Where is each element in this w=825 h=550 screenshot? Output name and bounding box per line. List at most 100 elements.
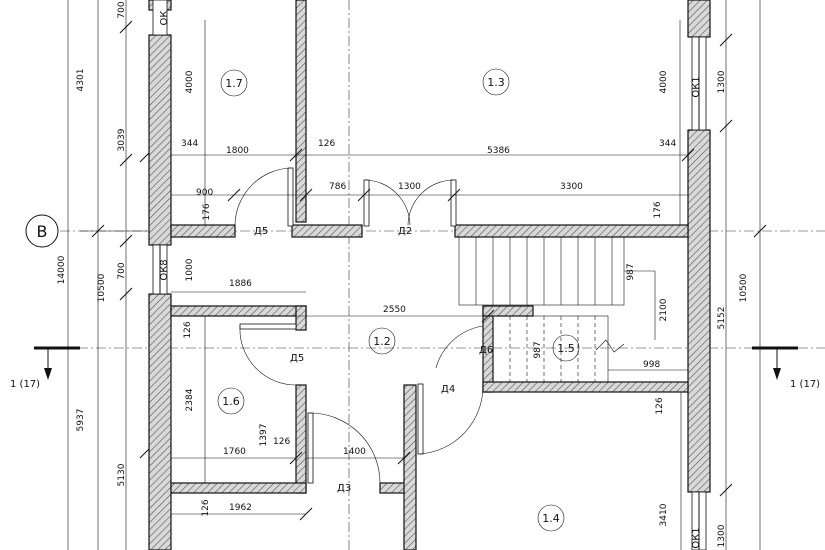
door-arc-d5-top — [234, 167, 291, 226]
stair-treads-upper — [475, 237, 613, 305]
room-bubble-16 — [217, 387, 245, 415]
dim-900: 900 — [196, 188, 213, 198]
dim-176-right: 176 — [653, 201, 663, 218]
dim-987-a: 987 — [626, 263, 636, 280]
window-label-ok-top: ОК — [159, 11, 170, 26]
dim-4000-right: 4000 — [659, 70, 669, 93]
dim-1886: 1886 — [229, 279, 252, 289]
walls — [148, 0, 711, 550]
wall-partition-right — [454, 224, 689, 238]
room-label-14: 1.4 — [542, 512, 560, 525]
dim-2550: 2550 — [383, 305, 406, 315]
stair-treads-lower — [509, 316, 596, 382]
door-label-d3: Д3 — [337, 483, 351, 494]
door-label-d5-mid: Д5 — [290, 353, 304, 364]
wall-interior-top — [295, 0, 307, 223]
window-label-ok8: ОК8 — [159, 259, 170, 280]
dim-14000: 14000 — [57, 255, 67, 284]
wall-left-lower — [148, 293, 172, 550]
dim-1800: 1800 — [226, 146, 249, 156]
dim-176-left: 176 — [202, 203, 212, 220]
wall-partition-mid — [291, 224, 363, 238]
wall-room14-left — [403, 384, 417, 550]
wall-stair-top — [482, 305, 534, 317]
dim-3300: 3300 — [560, 182, 583, 192]
dim-1300-bottom: 1300 — [717, 524, 727, 547]
wall-right-top — [687, 0, 711, 38]
dim-10500-left: 10500 — [97, 273, 107, 302]
wall-room16-right — [295, 384, 307, 494]
stair-flight-lower — [492, 315, 609, 383]
window-label-ok1-right: ОК1 — [691, 76, 702, 97]
dim-4000-left: 4000 — [185, 70, 195, 93]
room-bubble-13 — [482, 68, 510, 96]
dim-1000: 1000 — [185, 258, 195, 281]
right-dimension-lines — [719, 0, 767, 550]
axis-bubble — [25, 214, 59, 248]
room-label-16: 1.6 — [222, 395, 240, 408]
stair-flight-upper — [458, 236, 625, 306]
wall-room16-bottom — [170, 482, 307, 494]
dim-4301: 4301 — [76, 69, 86, 92]
wall-right-main — [687, 129, 711, 493]
door-tags: Д5 Д2 Д5 Д6 Д4 Д3 — [254, 226, 493, 494]
window-ok-top-left — [152, 0, 168, 36]
door-arc-d2-right — [407, 179, 454, 226]
section-label-left: 1 (17) — [10, 379, 40, 390]
vertical-dimension-texts: 700 4301 3039 14000 10500 700 5937 5130 … — [57, 1, 749, 547]
door-leaf-d5-top — [287, 167, 294, 227]
horizontal-dimension-texts: 344 1800 126 5386 344 900 786 1300 3300 … — [181, 139, 676, 513]
door-label-d5-top: Д5 — [254, 226, 268, 237]
dim-344-right: 344 — [659, 139, 676, 149]
axis-marker-b: B — [25, 214, 59, 248]
wall-partition-left — [170, 224, 236, 238]
dim-344-left: 344 — [181, 139, 198, 149]
dim-126-top: 126 — [318, 139, 335, 149]
wall-left-upper — [148, 34, 172, 246]
dim-786: 786 — [329, 182, 346, 192]
section-label-right: 1 (17) — [790, 379, 820, 390]
dim-1400: 1400 — [343, 447, 366, 457]
door-arc-d6 — [435, 325, 484, 369]
dim-126-mid: 126 — [273, 437, 290, 447]
axis-label: B — [37, 222, 48, 241]
room-label-15: 1.5 — [557, 342, 575, 355]
room-bubble-14 — [537, 504, 565, 532]
room-bubble-17 — [220, 69, 248, 97]
dim-1397: 1397 — [259, 424, 269, 447]
staircase — [458, 236, 656, 383]
wall-room16-top — [170, 305, 307, 317]
door-label-d6: Д6 — [479, 345, 493, 356]
door-arc-d3 — [309, 412, 381, 484]
dim-5152: 5152 — [717, 307, 727, 330]
dim-700-top: 700 — [117, 1, 127, 18]
dim-1300: 1300 — [398, 182, 421, 192]
dim-10500-right: 10500 — [739, 273, 749, 302]
dim-3039: 3039 — [117, 128, 127, 151]
room-label-17: 1.7 — [225, 77, 243, 90]
dim-2384: 2384 — [185, 388, 195, 411]
section-marker-right: 1 (17) — [752, 346, 820, 390]
room-bubble-12 — [368, 327, 396, 355]
dim-987-b: 987 — [533, 341, 543, 358]
wall-stair-bottom — [482, 381, 689, 393]
dim-700-mid: 700 — [117, 262, 127, 279]
room-label-13: 1.3 — [487, 76, 505, 89]
door-arc-d5-mid — [239, 325, 297, 386]
dim-2100: 2100 — [659, 298, 669, 321]
left-dimension-lines — [67, 0, 153, 550]
door-arc-d4 — [419, 384, 484, 455]
interior-dimension-lines — [171, 20, 695, 550]
dim-3410: 3410 — [659, 503, 669, 526]
door-label-d2: Д2 — [398, 226, 412, 237]
dim-1962: 1962 — [229, 503, 252, 513]
dim-5386: 5386 — [487, 146, 510, 156]
window-label-ok1-bottom: ОК1 — [691, 527, 702, 548]
dim-126-a: 126 — [183, 321, 193, 338]
dim-126-b: 126 — [201, 499, 211, 516]
dim-126-c: 126 — [655, 397, 665, 414]
wall-room16-corner — [295, 305, 307, 331]
dim-1760: 1760 — [223, 447, 246, 457]
door-label-d4: Д4 — [441, 384, 455, 395]
section-marker-left: 1 (17) — [10, 346, 80, 390]
